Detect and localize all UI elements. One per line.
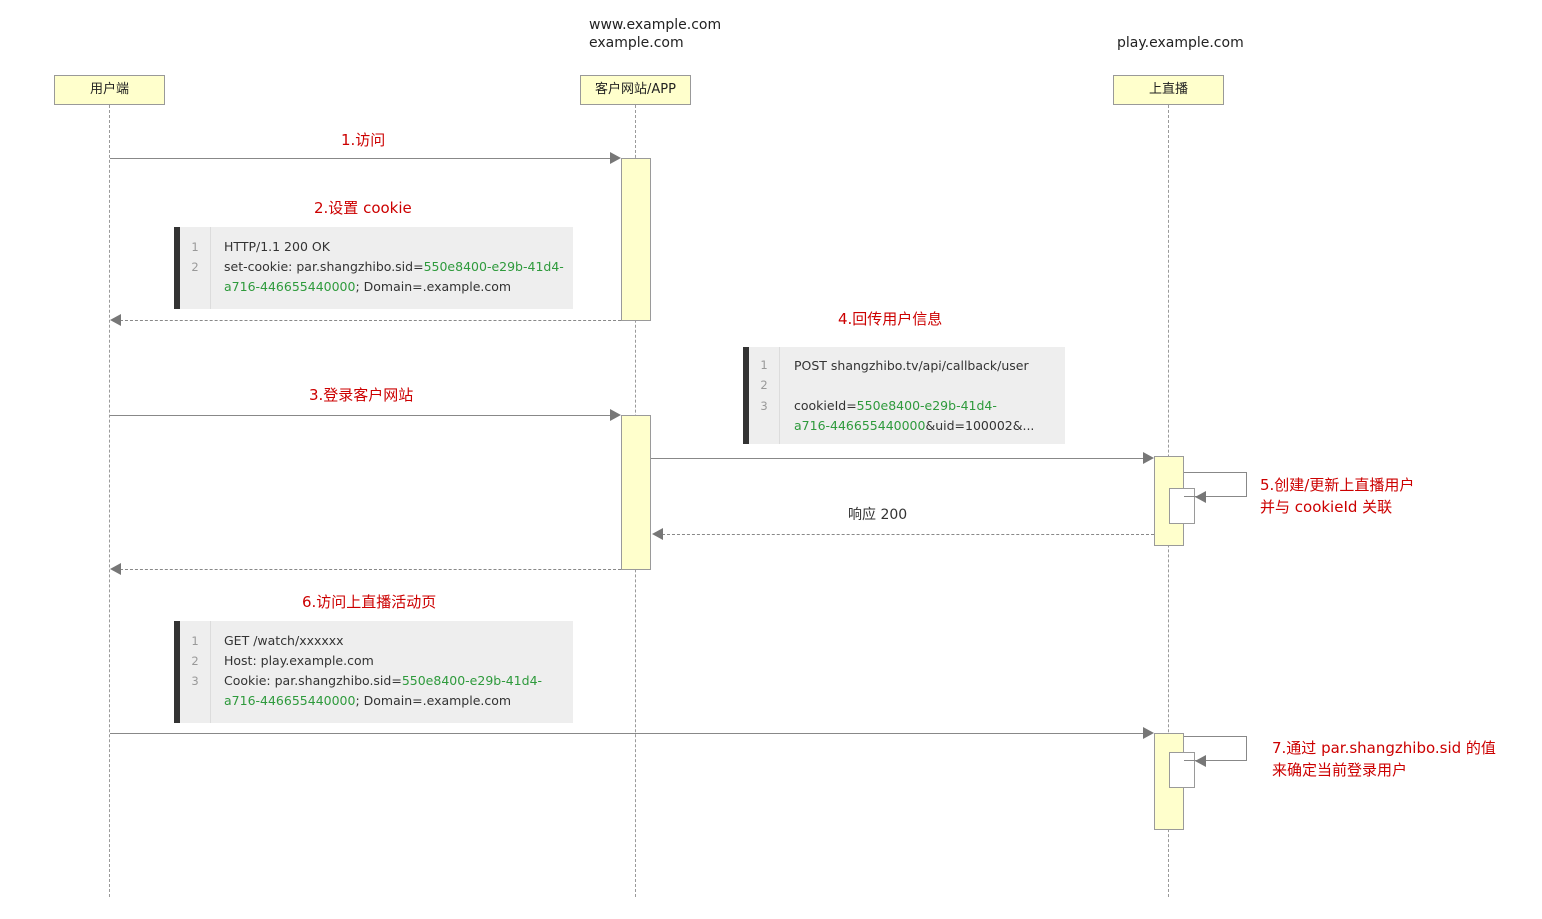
line-number: 3 xyxy=(760,399,768,413)
cookie-value: a716-446655440000 xyxy=(794,418,926,433)
step-7-arrowhead-icon xyxy=(1195,755,1206,767)
code-line-cookie-cont: a716-446655440000; Domain=.example.com xyxy=(224,691,511,711)
step-7-note-line2: 来确定当前登录用户 xyxy=(1272,761,1408,779)
code-text: Cookie: par.shangzhibo.sid= xyxy=(224,673,402,688)
code-gutter xyxy=(180,621,211,723)
code-gutter xyxy=(749,347,780,444)
response-200-arrow-line xyxy=(662,534,1154,535)
code-line-host: Host: play.example.com xyxy=(224,653,374,668)
code-line-get: GET /watch/xxxxxx xyxy=(224,633,344,648)
step-7-self-call-line xyxy=(1184,736,1247,761)
line-number: 1 xyxy=(760,358,768,372)
line-number: 1 xyxy=(191,634,199,648)
response-200-label: 响应 200 xyxy=(848,507,908,523)
actor-user: 用户端 xyxy=(54,75,165,105)
code-gutter xyxy=(180,227,211,309)
message-1-arrow-line xyxy=(110,158,611,159)
message-3-label: 3.登录客户网站 xyxy=(309,386,414,404)
cookie-value: 550e8400-e29b-41d4- xyxy=(401,673,543,688)
code-text: cookieId= xyxy=(794,398,857,413)
code-line-cookie-id-cont: a716-446655440000&uid=100002&... xyxy=(794,416,1034,436)
code-line-cookie: Cookie: par.shangzhibo.sid=550e8400-e29b… xyxy=(224,671,542,691)
activation-live-1-inner xyxy=(1169,488,1195,524)
client-domain-root: example.com xyxy=(589,35,684,51)
code-block-set-cookie: 1 2 HTTP/1.1 200 OK set-cookie: par.shan… xyxy=(174,227,573,309)
step-7-note-line1: 7.通过 par.shangzhibo.sid 的值 xyxy=(1272,739,1496,757)
code-block-callback: 1 2 3 POST shangzhibo.tv/api/callback/us… xyxy=(743,347,1065,444)
live-domain: play.example.com xyxy=(1117,35,1244,51)
return-to-user-arrow-line xyxy=(120,569,621,570)
line-number: 2 xyxy=(760,378,768,392)
response-200-arrowhead-icon xyxy=(652,528,663,540)
code-block-watch: 1 2 3 GET /watch/xxxxxx Host: play.examp… xyxy=(174,621,573,723)
message-1-label: 1.访问 xyxy=(341,131,386,149)
activation-live-2-inner xyxy=(1169,752,1195,788)
client-domain-www: www.example.com xyxy=(589,17,722,33)
message-3-arrow-line xyxy=(110,415,611,416)
code-text: set-cookie: par.shangzhibo.sid= xyxy=(224,259,424,274)
line-number: 3 xyxy=(191,674,199,688)
message-3-arrowhead-icon xyxy=(610,409,621,421)
message-4-label: 4.回传用户信息 xyxy=(838,310,943,328)
actor-client: 客户网站/APP xyxy=(580,75,691,105)
return-to-user-arrowhead-icon xyxy=(110,563,121,575)
code-text: ; Domain=.example.com xyxy=(355,693,512,708)
message-1-arrowhead-icon xyxy=(610,152,621,164)
message-2-arrowhead-icon xyxy=(110,314,121,326)
message-4-arrowhead-icon xyxy=(1143,452,1154,464)
code-text: &uid=100002&... xyxy=(925,418,1035,433)
cookie-value: a716-446655440000 xyxy=(224,279,356,294)
step-5-arrowhead-icon xyxy=(1195,491,1206,503)
line-number: 1 xyxy=(191,240,199,254)
code-line-post: POST shangzhibo.tv/api/callback/user xyxy=(794,358,1029,373)
step-5-self-call-line xyxy=(1184,472,1247,497)
line-number: 2 xyxy=(191,260,199,274)
actor-live: 上直播 xyxy=(1113,75,1224,105)
code-line-set-cookie: set-cookie: par.shangzhibo.sid=550e8400-… xyxy=(224,257,564,277)
step-5-note-line2: 并与 cookieId 关联 xyxy=(1260,498,1393,516)
message-2-arrow-line xyxy=(120,320,621,321)
cookie-value: 550e8400-e29b-41d4- xyxy=(423,259,564,274)
code-text: ; Domain=.example.com xyxy=(355,279,512,294)
activation-client-2 xyxy=(621,415,651,570)
message-6-arrowhead-icon xyxy=(1143,727,1154,739)
message-6-arrow-line xyxy=(110,733,1144,734)
cookie-value: a716-446655440000 xyxy=(224,693,356,708)
message-6-label: 6.访问上直播活动页 xyxy=(302,593,437,611)
message-2-label: 2.设置 cookie xyxy=(314,199,412,217)
lifeline-user xyxy=(109,105,110,897)
step-5-note-line1: 5.创建/更新上直播用户 xyxy=(1260,476,1415,494)
line-number: 2 xyxy=(191,654,199,668)
activation-client-1 xyxy=(621,158,651,321)
code-line-cookie-id: cookieId=550e8400-e29b-41d4- xyxy=(794,396,997,416)
cookie-value: 550e8400-e29b-41d4- xyxy=(856,398,997,413)
message-4-arrow-line xyxy=(651,458,1144,459)
code-line-status: HTTP/1.1 200 OK xyxy=(224,239,330,254)
code-line-set-cookie-cont: a716-446655440000; Domain=.example.com xyxy=(224,277,511,297)
